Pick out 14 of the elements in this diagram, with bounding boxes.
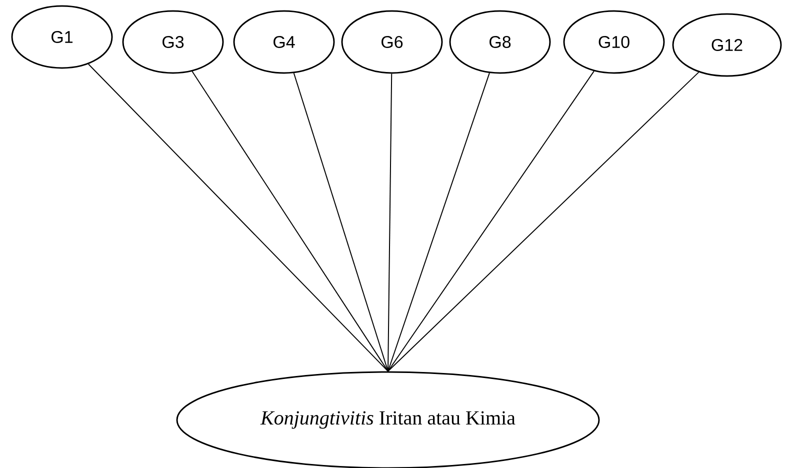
ellipse-node: G3	[122, 10, 224, 74]
connector-line	[388, 73, 392, 372]
connector-line	[388, 70, 594, 372]
ellipse-node: G12	[672, 13, 782, 77]
connector-line	[88, 64, 388, 372]
connector-line	[388, 72, 700, 372]
ellipse-node: G10	[563, 10, 665, 74]
ellipse-node: G4	[233, 10, 335, 74]
ellipse-node: G8	[449, 10, 551, 74]
ellipse-node: G1	[11, 5, 113, 69]
ellipse-node: G6	[341, 10, 443, 74]
connector-line	[388, 72, 490, 372]
connector-line	[192, 70, 388, 372]
connector-line	[293, 72, 388, 372]
